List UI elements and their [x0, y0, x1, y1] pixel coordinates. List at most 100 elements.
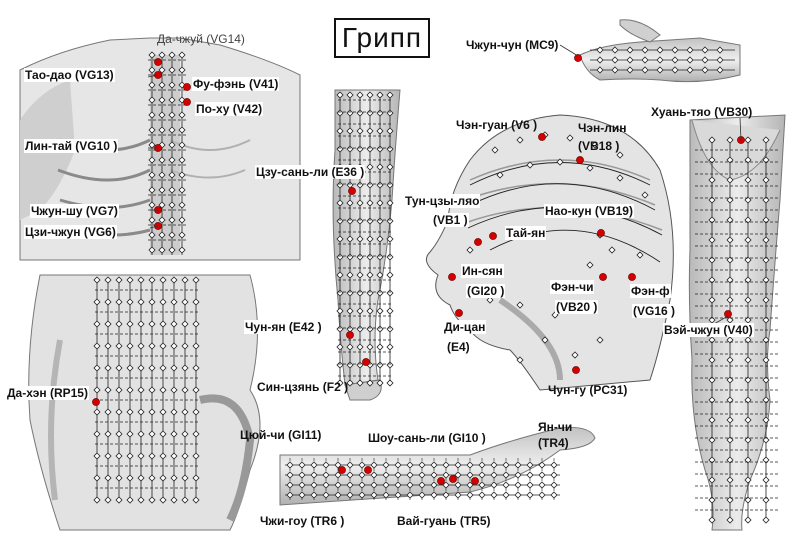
- grid-node: [93, 496, 101, 504]
- grid-node: [158, 126, 166, 134]
- grid-node: [726, 516, 734, 524]
- label-rp15: Да-хэн (RP15): [6, 386, 89, 400]
- grid-node: [616, 151, 624, 159]
- grid-node: [744, 256, 752, 264]
- point-gi11: [338, 466, 346, 474]
- grid-node: [418, 491, 426, 499]
- grid-node: [550, 491, 558, 499]
- grid-node: [181, 276, 189, 284]
- grid-node: [376, 163, 384, 171]
- grid-node: [168, 246, 176, 254]
- grid-node: [346, 481, 354, 489]
- label-e4-name: Ди-цан: [443, 320, 487, 334]
- grid-node: [115, 386, 123, 394]
- grid-node: [726, 456, 734, 464]
- grid-node: [148, 186, 156, 194]
- grid-node: [726, 416, 734, 424]
- label-e36: Цзу-сань-ли (E36 ): [255, 165, 366, 179]
- grid-node: [336, 91, 344, 99]
- grid-node: [170, 408, 178, 416]
- grid-node: [170, 364, 178, 372]
- grid-node: [298, 471, 306, 479]
- grid-node: [310, 481, 318, 489]
- grid-node: [298, 461, 306, 469]
- grid-node: [526, 461, 534, 469]
- label-gi20-code: (GI20 ): [466, 284, 506, 298]
- grid-node: [104, 452, 112, 460]
- grid-node: [762, 236, 770, 244]
- grid-node: [762, 136, 770, 144]
- grid-node: [346, 461, 354, 469]
- grid-node: [170, 298, 178, 306]
- grid-node: [115, 430, 123, 438]
- grid-node: [148, 246, 156, 254]
- grid-node: [158, 186, 166, 194]
- grid-node: [762, 496, 770, 504]
- grid-node: [334, 471, 342, 479]
- grid-node: [386, 91, 394, 99]
- grid-node: [178, 126, 186, 134]
- grid-node: [442, 491, 450, 499]
- grid-node: [334, 481, 342, 489]
- grid-node: [148, 474, 156, 482]
- grid-node: [716, 56, 724, 64]
- grid-node: [192, 386, 200, 394]
- point-vb20: [599, 273, 607, 281]
- grid-node: [148, 126, 156, 134]
- grid-node: [93, 386, 101, 394]
- grid-node: [744, 196, 752, 204]
- grid-node: [115, 408, 123, 416]
- grid-node: [168, 216, 176, 224]
- grid-node: [526, 491, 534, 499]
- grid-node: [418, 471, 426, 479]
- grid-node: [358, 491, 366, 499]
- point-v41: [183, 83, 191, 91]
- grid-node: [158, 246, 166, 254]
- grid-node: [726, 296, 734, 304]
- grid-node: [137, 342, 145, 350]
- grid-node: [178, 141, 186, 149]
- grid-node: [550, 481, 558, 489]
- grid-node: [158, 111, 166, 119]
- grid-node: [744, 236, 752, 244]
- grid-node: [376, 379, 384, 387]
- grid-node: [356, 343, 364, 351]
- grid-node: [394, 461, 402, 469]
- point-gi10: [364, 466, 372, 474]
- grid-node: [708, 176, 716, 184]
- grid-node: [726, 236, 734, 244]
- grid-node: [115, 298, 123, 306]
- grid-node: [346, 343, 354, 351]
- grid-node: [491, 146, 499, 154]
- grid-node: [744, 296, 752, 304]
- grid-node: [386, 325, 394, 333]
- grid-node: [168, 66, 176, 74]
- grid-node: [744, 516, 752, 524]
- point-vg16: [628, 273, 636, 281]
- grid-node: [298, 481, 306, 489]
- grid-node: [286, 491, 294, 499]
- grid-node: [611, 56, 619, 64]
- point-vb1: [474, 238, 482, 246]
- grid-node: [159, 452, 167, 460]
- grid-node: [178, 171, 186, 179]
- meridian-line: [489, 229, 661, 263]
- grid-node: [386, 271, 394, 279]
- point-tai-yan: [489, 232, 497, 240]
- grid-node: [686, 56, 694, 64]
- grid-node: [93, 408, 101, 416]
- grid-node: [159, 342, 167, 350]
- grid-node: [170, 320, 178, 328]
- grid-node: [358, 471, 366, 479]
- grid-node: [126, 408, 134, 416]
- label-vg7: Чжун-шу (VG7): [30, 204, 119, 218]
- grid-node: [762, 396, 770, 404]
- grid-node: [366, 343, 374, 351]
- grid-node: [626, 46, 634, 54]
- grid-node: [430, 491, 438, 499]
- label-vg16-name: Фэн-ф: [630, 284, 671, 298]
- grid-node: [626, 56, 634, 64]
- grid-node: [486, 296, 494, 304]
- grid-node: [478, 481, 486, 489]
- grid-node: [541, 336, 549, 344]
